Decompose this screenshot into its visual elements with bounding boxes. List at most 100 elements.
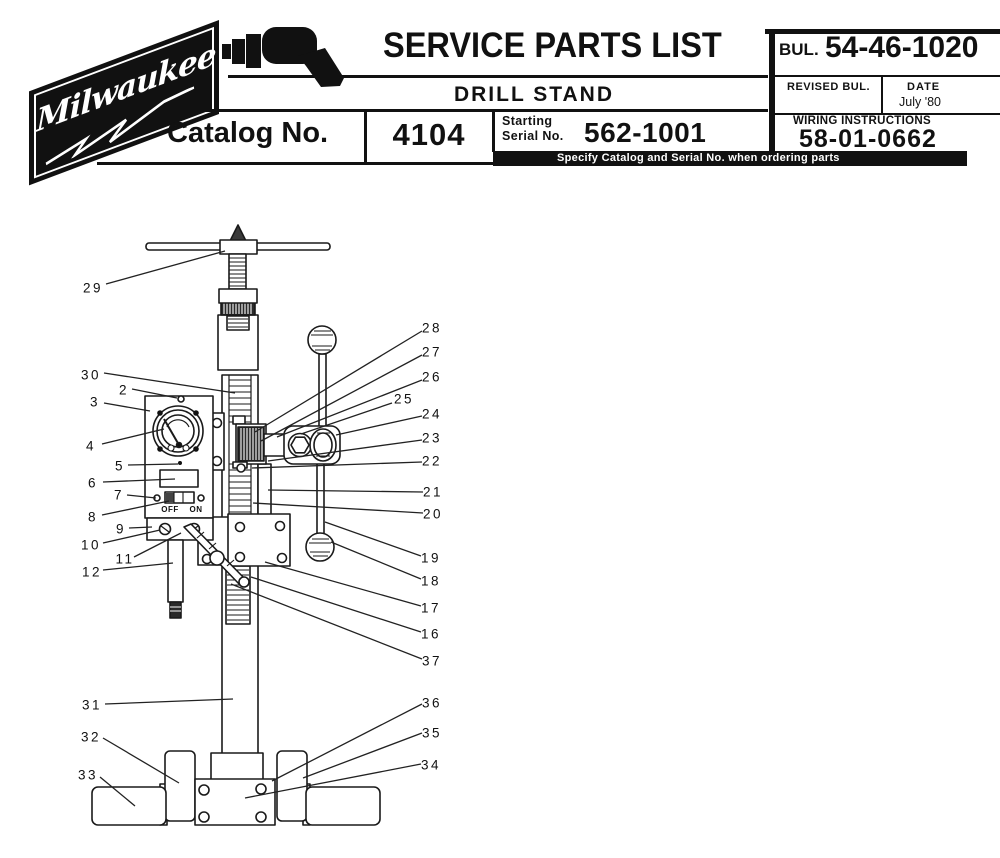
leader-line-5 — [127, 463, 179, 466]
callout-17: 17 — [421, 601, 441, 616]
logo-border: Milwaukee — [34, 26, 216, 179]
switch-on-label: ON — [190, 505, 203, 514]
callout-32: 32 — [81, 730, 101, 745]
leader-line-29 — [105, 250, 226, 285]
order-note-text: Specify Catalog and Serial No. when orde… — [557, 152, 840, 164]
leader-line-2 — [131, 388, 178, 399]
callout-35: 35 — [422, 726, 442, 741]
leader-line-17 — [264, 561, 422, 607]
callout-3: 3 — [90, 395, 100, 410]
callout-28: 28 — [422, 321, 442, 336]
leader-line-12 — [102, 562, 174, 571]
catalog-cell-divider-left — [364, 110, 367, 165]
switch-off-label: OFF — [161, 505, 179, 514]
catalog-row-bottom-border — [97, 162, 493, 165]
callout-29: 29 — [83, 281, 103, 296]
leader-line-18 — [330, 541, 422, 580]
callout-16: 16 — [421, 627, 441, 642]
lightning-bolt-icon — [45, 85, 195, 166]
leader-line-10 — [102, 529, 161, 544]
leader-line-32 — [102, 737, 180, 784]
leader-line-3 — [103, 402, 151, 412]
drill-stand-diagram: OFF ON 293023456789101112282726252423222… — [78, 224, 443, 826]
leader-line-25 — [300, 402, 393, 435]
callout-12: 12 — [82, 565, 102, 580]
starting-serial-label: Starting Serial No. — [502, 114, 564, 144]
callout-4: 4 — [86, 439, 96, 454]
callout-36: 36 — [422, 696, 442, 711]
callout-8: 8 — [88, 510, 98, 525]
panel-divider-2 — [773, 113, 1000, 115]
panel-border-left — [769, 29, 775, 152]
callout-37: 37 — [422, 654, 442, 669]
wiring-instructions-label: WIRING INSTRUCTIONS — [793, 115, 931, 127]
leader-line-35 — [302, 732, 423, 779]
leader-line-20 — [252, 502, 424, 514]
leader-line-7 — [126, 494, 157, 499]
base-assembly — [91, 750, 381, 826]
callout-11: 11 — [115, 552, 134, 567]
callout-18: 18 — [421, 574, 441, 589]
callout-24: 24 — [422, 407, 442, 422]
callout-19: 19 — [421, 551, 441, 566]
product-name: DRILL STAND — [453, 83, 615, 106]
catalog-label: Catalog No. — [167, 117, 329, 149]
leader-line-36 — [271, 703, 423, 782]
lower-bracket-and-rod — [146, 517, 250, 619]
callout-25: 25 — [394, 392, 414, 407]
header-rule-top — [228, 75, 768, 78]
leader-line-23 — [267, 439, 423, 462]
serial-number: 562-1001 — [584, 117, 707, 148]
milwaukee-logo: Milwaukee — [30, 21, 218, 184]
revised-date-divider — [881, 77, 883, 114]
leader-line-4 — [101, 428, 165, 445]
callout-6: 6 — [88, 476, 98, 491]
catalog-cell-divider-right — [492, 110, 495, 152]
callout-26: 26 — [422, 370, 442, 385]
bulletin-label: BUL. — [779, 40, 819, 59]
starting-label-line1: Starting — [502, 114, 553, 128]
leader-line-16 — [250, 576, 422, 633]
leader-line-31 — [104, 698, 234, 705]
pinion-and-hub — [232, 415, 341, 473]
callout-30: 30 — [81, 368, 101, 383]
leader-line-33 — [99, 776, 136, 807]
callout-27: 27 — [422, 345, 442, 360]
callout-31: 31 — [82, 698, 102, 713]
callout-7: 7 — [114, 488, 124, 503]
leader-line-30 — [103, 372, 236, 394]
jack-screw-assembly — [145, 224, 331, 371]
date-label: DATE — [907, 81, 941, 93]
leader-line-27 — [260, 354, 423, 442]
leader-line-22 — [251, 461, 423, 469]
leader-line-11 — [133, 532, 182, 558]
callout-23: 23 — [422, 431, 442, 446]
leader-line-6 — [102, 478, 176, 483]
callout-21: 21 — [423, 485, 443, 500]
date-value: July '80 — [899, 95, 941, 109]
callout-20: 20 — [423, 507, 443, 522]
starting-label-line2: Serial No. — [502, 129, 564, 143]
order-note-bar: Specify Catalog and Serial No. when orde… — [493, 151, 967, 166]
leader-line-9 — [128, 526, 153, 529]
callout-10: 10 — [81, 538, 101, 553]
callout-34: 34 — [421, 758, 441, 773]
panel-border-top — [765, 29, 1000, 34]
callout-9: 9 — [116, 522, 126, 537]
leader-line-28 — [254, 330, 423, 433]
switch-panel — [144, 395, 214, 519]
panel-divider-1 — [773, 75, 1000, 77]
callout-22: 22 — [422, 454, 442, 469]
drill-silhouette-icon — [222, 27, 344, 87]
revised-bulletin-label: REVISED BUL. — [787, 81, 871, 93]
bulletin-number: 54-46-1020 — [825, 31, 979, 64]
leader-line-37 — [230, 583, 423, 660]
page-title: SERVICE PARTS LIST — [383, 26, 722, 65]
header-rule-mid — [203, 109, 768, 112]
leader-line-26 — [276, 379, 423, 438]
callout-33: 33 — [78, 768, 98, 783]
callout-2: 2 — [119, 383, 129, 398]
leader-line-19 — [324, 521, 422, 557]
wiring-instructions-number: 58-01-0662 — [799, 125, 937, 153]
